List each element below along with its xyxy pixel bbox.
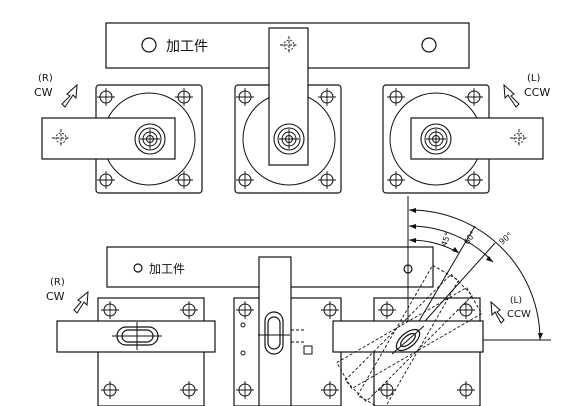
bottom-view: 45° 60° 90° 加工件 (R) CW (L) CCW — [46, 196, 551, 406]
workpiece-hole-left — [141, 37, 157, 53]
top-view: 加工件 (R) CW (L) CCW — [34, 22, 550, 194]
ccw-arrow-icon — [503, 83, 520, 108]
cw-arrow-icon — [61, 83, 78, 108]
workpiece-hole-bottom-right — [403, 264, 413, 274]
angle-label-90: 90° — [498, 231, 515, 247]
left-side-label-top: (R) — [38, 73, 53, 84]
angle-label-60: 60° — [462, 229, 478, 246]
clamp-top-left — [41, 84, 203, 194]
left-side-label-bottom: (R) — [50, 277, 65, 288]
clamp-bottom-center — [233, 256, 342, 406]
ccw-arrow-icon-bottom — [490, 300, 505, 324]
workpiece-hole-right — [421, 37, 437, 53]
workpiece-hole-bottom-left — [133, 263, 143, 273]
right-side-label-top: (L) — [527, 73, 540, 84]
clamp-bottom-right — [332, 264, 484, 406]
right-dir-label-top: CCW — [524, 86, 550, 99]
angle-label-45: 45° — [439, 231, 452, 247]
clamp-top-center — [234, 27, 342, 194]
angle-guides: 45° 60° 90° — [407, 196, 551, 345]
left-dir-label-top: CW — [34, 86, 53, 99]
right-side-label-bottom: (L) — [510, 296, 522, 306]
right-dir-label-bottom: CCW — [507, 309, 531, 320]
cw-arrow-icon-bottom — [73, 290, 89, 314]
clamp-top-right — [382, 84, 544, 194]
clamp-bottom-left — [56, 297, 216, 406]
workpiece-label-bottom: 加工件 — [149, 262, 185, 276]
left-dir-label-bottom: CW — [46, 290, 65, 303]
workpiece-label-top: 加工件 — [166, 39, 208, 55]
